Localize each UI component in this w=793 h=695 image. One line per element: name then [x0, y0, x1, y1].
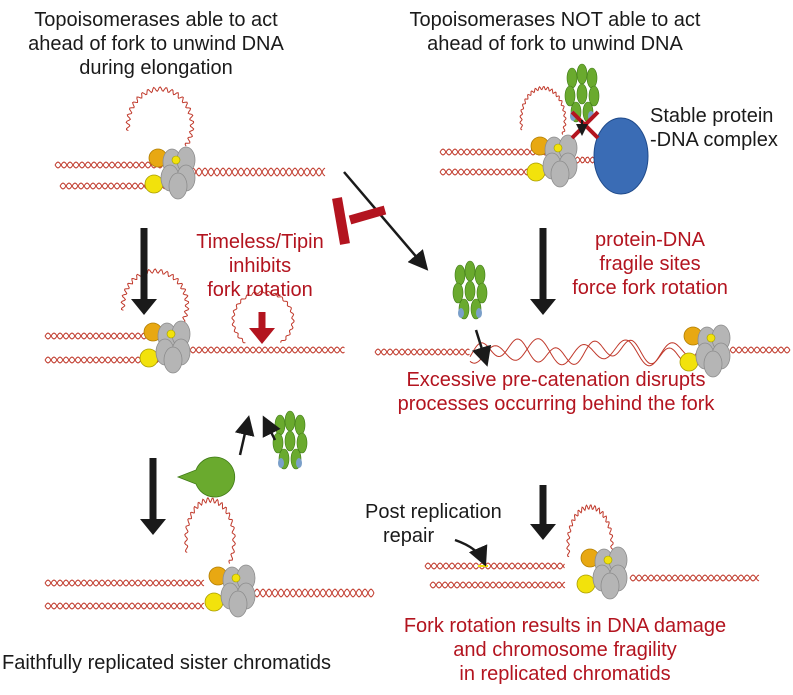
left-outcome-label: Faithfully replicated sister chromatids: [2, 652, 332, 674]
left-down-arrow-1: [131, 228, 157, 315]
left-down-arrow-2: [140, 458, 166, 535]
helicase-icon: [695, 324, 731, 378]
fragile-line-1: protein-DNA: [594, 229, 706, 251]
yellow-protein-icon: [139, 348, 159, 368]
right-heading: Topoisomerases NOT able to act ahead of …: [395, 8, 715, 56]
helicase-icon: [160, 146, 196, 200]
stable-protein-complex-icon: [593, 117, 649, 195]
repair-line-1: Post replication: [365, 501, 502, 523]
stable-complex-label: Stable protein -DNA complex: [650, 104, 778, 152]
right-down-arrow-1: [530, 228, 556, 315]
left-fork-scene-2: [44, 268, 345, 498]
timeless-line-1: Timeless/Tipin: [196, 231, 324, 253]
timeless-line-3: fork rotation: [207, 279, 313, 301]
yellow-protein-icon: [144, 174, 164, 194]
helicase-icon: [155, 320, 191, 374]
topoisomerase-icon: [272, 410, 308, 470]
right-outcome-line-2: and chromosome fragility: [453, 639, 677, 661]
yellow-protein-icon: [576, 574, 596, 594]
catenation-label: Excessive pre-catenation disrupts proces…: [386, 368, 726, 416]
inhibition-bar: [332, 197, 350, 245]
catenation-line-2: processes occurring behind the fork: [397, 393, 715, 415]
left-heading-line-3: during elongation: [79, 57, 233, 79]
fragile-line-3: force fork rotation: [572, 277, 728, 299]
timeless-line-2: inhibits: [228, 255, 292, 277]
left-heading: Topoisomerases able to act ahead of fork…: [6, 8, 306, 80]
topoisomerase-icon: [452, 260, 488, 320]
stable-complex-line-2: -DNA complex: [650, 129, 778, 151]
stable-complex-line-1: Stable protein: [650, 105, 774, 127]
right-outcome-line-1: Fork rotation results in DNA damage: [403, 615, 727, 637]
fragile-sites-label: protein-DNA fragile sites force fork rot…: [555, 228, 745, 300]
right-fork-scene-3: [424, 504, 760, 600]
inhibition-connector: [332, 171, 429, 271]
left-fork-scene-1: [54, 86, 326, 200]
pacman-protein-icon: [176, 456, 236, 498]
helicase-icon: [542, 134, 578, 188]
right-heading-line-1: Topoisomerases NOT able to act: [409, 9, 701, 31]
yellow-protein-icon: [204, 592, 224, 612]
helicase-icon: [220, 564, 256, 618]
fragile-line-2: fragile sites: [599, 253, 701, 275]
left-fork-scene-3: [44, 496, 375, 618]
right-outcome-label: Fork rotation results in DNA damage and …: [395, 614, 735, 686]
right-fork-scene-2: [374, 260, 791, 378]
catenation-line-1: Excessive pre-catenation disrupts: [406, 369, 706, 391]
left-heading-line-1: Topoisomerases able to act: [34, 9, 278, 31]
left-heading-line-2: ahead of fork to unwind DNA: [28, 33, 284, 55]
timeless-red-arrow: [249, 312, 275, 344]
inhibition-stem: [348, 205, 387, 225]
timeless-tipin-label: Timeless/Tipin inhibits fork rotation: [180, 230, 340, 302]
right-heading-line-2: ahead of fork to unwind DNA: [427, 33, 683, 55]
repair-line-2: repair: [383, 525, 435, 547]
helicase-icon: [592, 546, 628, 600]
right-down-arrow-2: [530, 485, 556, 540]
yellow-protein-icon: [526, 162, 546, 182]
post-replication-repair-label: Post replication repair: [365, 500, 502, 548]
right-outcome-line-3: in replicated chromatids: [459, 663, 671, 685]
right-fork-scene-1: [439, 63, 649, 195]
